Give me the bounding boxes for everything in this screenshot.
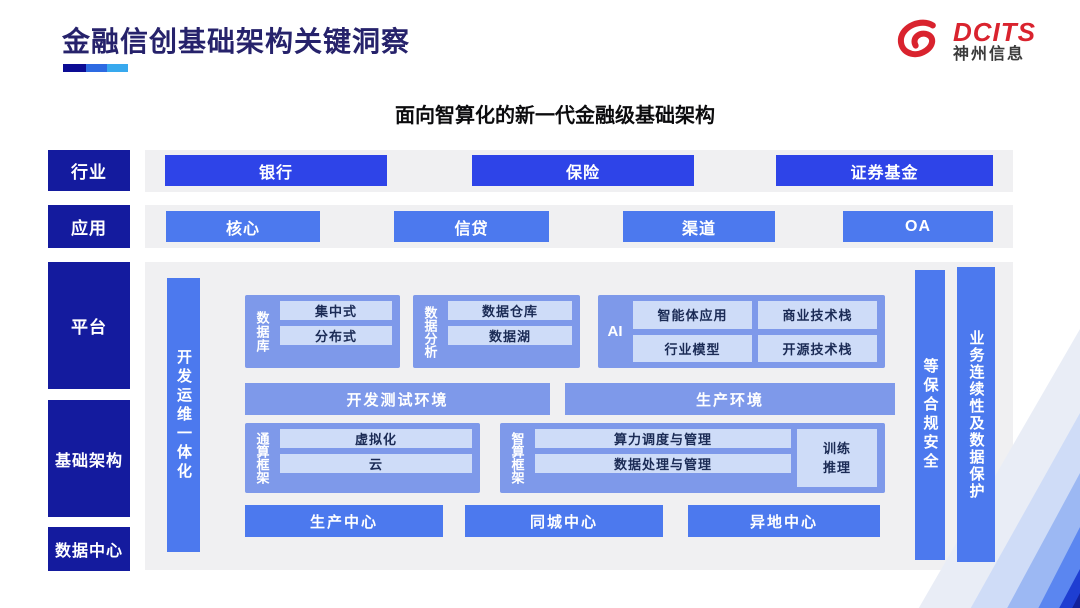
group-ai-compute-label: 智算框架 <box>509 432 525 484</box>
ai-item-agent-app[interactable]: 智能体应用 <box>633 301 752 329</box>
aicompute-item-scheduling[interactable]: 算力调度与管理 <box>535 429 791 448</box>
aicompute-item-dataproc[interactable]: 数据处理与管理 <box>535 454 791 473</box>
logo-text: DCITS 神州信息 <box>953 19 1036 63</box>
group-ai: AI 智能体应用 商业技术栈 行业模型 开源技术栈 <box>598 295 885 368</box>
train-line: 训练 <box>822 440 851 456</box>
logo-company: 神州信息 <box>953 45 1026 63</box>
infer-line: 推理 <box>822 460 851 475</box>
compute-item-cloud[interactable]: 云 <box>280 454 472 473</box>
security-compliance-bar: 等保合规安全 <box>915 270 945 560</box>
aicompute-item-train-infer[interactable]: 训练 推理 <box>797 429 877 487</box>
analysis-item-lake[interactable]: 数据湖 <box>448 326 572 345</box>
company-logo: DCITS 神州信息 <box>893 16 1063 67</box>
underline-segment-light <box>107 64 128 72</box>
ai-item-commercial-stack[interactable]: 商业技术栈 <box>758 301 877 329</box>
diagram-title: 面向智算化的新一代金融级基础架构 <box>395 105 715 127</box>
app-item-credit[interactable]: 信贷 <box>394 211 549 242</box>
group-database: 数据库 集中式 分布式 <box>245 295 400 368</box>
database-item-centralized[interactable]: 集中式 <box>280 301 392 320</box>
dcits-swirl-icon <box>893 16 945 67</box>
rail-label-industry: 行业 <box>48 150 130 191</box>
center-samecity[interactable]: 同城中心 <box>465 505 663 537</box>
app-item-oa[interactable]: OA <box>843 211 993 242</box>
rail-label-platform: 平台 <box>48 262 130 389</box>
compute-item-virtualization[interactable]: 虚拟化 <box>280 429 472 448</box>
devops-vertical-bar: 开发运维一体化 <box>167 278 200 552</box>
group-data-analysis-label: 数据分析 <box>422 305 438 358</box>
center-production[interactable]: 生产中心 <box>245 505 443 537</box>
industry-item-bank[interactable]: 银行 <box>165 155 387 186</box>
rail-label-infrastructure: 基础架构 <box>48 400 130 517</box>
center-remote[interactable]: 异地中心 <box>688 505 880 537</box>
page-title: 金融信创基础架构关键洞察 <box>62 26 411 57</box>
group-general-compute-label: 通算框架 <box>254 432 270 484</box>
group-data-analysis: 数据分析 数据仓库 数据湖 <box>413 295 580 368</box>
database-item-distributed[interactable]: 分布式 <box>280 326 392 345</box>
underline-segment-blue <box>86 64 107 72</box>
ai-item-industry-model[interactable]: 行业模型 <box>633 334 752 362</box>
industry-item-securities[interactable]: 证券基金 <box>776 155 993 186</box>
logo-brand: DCITS <box>953 17 1036 48</box>
group-ai-compute: 智算框架 算力调度与管理 数据处理与管理 训练 推理 <box>500 423 885 493</box>
group-general-compute: 通算框架 虚拟化 云 <box>245 423 480 493</box>
application-row: 核心 信贷 渠道 OA <box>145 205 1013 248</box>
ai-item-opensource-stack[interactable]: 开源技术栈 <box>758 334 877 362</box>
analysis-item-warehouse[interactable]: 数据仓库 <box>448 301 572 320</box>
platform-panel: 开发运维一体化 数据库 集中式 分布式 数据分析 数据仓库 数据湖 AI 智能体… <box>145 262 1013 570</box>
app-item-channel[interactable]: 渠道 <box>623 211 775 242</box>
env-bar-production[interactable]: 生产环境 <box>565 383 895 415</box>
continuity-protection-bar: 业务连续性及数据保护 <box>957 267 995 562</box>
app-item-core[interactable]: 核心 <box>166 211 320 242</box>
industry-item-insurance[interactable]: 保险 <box>472 155 694 186</box>
rail-label-application: 应用 <box>48 205 130 248</box>
underline-segment-dark <box>63 64 86 72</box>
group-database-label: 数据库 <box>254 310 270 353</box>
industry-row: 银行 保险 证券基金 <box>145 150 1013 192</box>
group-ai-label: AI <box>607 323 623 340</box>
title-underline <box>63 64 128 72</box>
rail-label-datacenter: 数据中心 <box>48 527 130 571</box>
env-bar-devtest[interactable]: 开发测试环境 <box>245 383 550 415</box>
